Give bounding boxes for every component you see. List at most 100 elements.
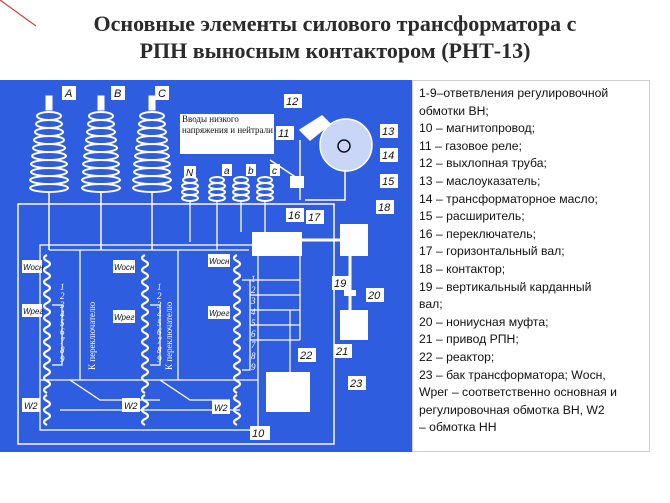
winding-label-box xyxy=(208,254,230,267)
tap-number: 5 xyxy=(157,318,162,328)
winding-label-w2-2: W2 xyxy=(124,401,138,411)
winding-label-w-reg-2: Wрег xyxy=(114,313,134,322)
hv-bushing-a xyxy=(29,95,69,250)
lv-label-box-c xyxy=(270,164,280,176)
phase-label-box-b xyxy=(111,86,125,100)
lv-bushings xyxy=(181,176,274,202)
callout-17: 17 xyxy=(308,212,321,224)
core-and-wiring xyxy=(39,202,301,431)
legend-line: 21 – привод РПН; xyxy=(419,332,519,347)
legend-line: 18 – контактор; xyxy=(419,261,506,276)
tap-number: 6 xyxy=(157,327,162,337)
tap-number: 6 xyxy=(251,329,256,339)
legend-line: – обмотка НН xyxy=(419,420,497,435)
winding-label-box xyxy=(113,310,135,323)
tap-number: 9 xyxy=(157,354,162,364)
tap-number: 8 xyxy=(251,351,256,361)
callout-11: 11 xyxy=(278,128,289,140)
title-line-2: РПН выносным контактором (РНТ-13) xyxy=(139,38,531,63)
tap-number: 2 xyxy=(60,291,65,301)
legend-line: 14 – трансформаторное масло; xyxy=(419,191,598,206)
phase-label-box-c xyxy=(155,86,169,100)
legend-line: 10 – магнитопровод; xyxy=(419,121,535,136)
tap-number: 6 xyxy=(60,327,65,337)
tap-numbers-middle: 1 2 3 4 5 6 7 8 9 xyxy=(156,282,162,364)
legend-line: 1-9–ответвления регулировочной xyxy=(419,86,609,100)
lv-label-box-n xyxy=(184,166,196,178)
legend-line: вал; xyxy=(419,297,443,312)
tap-number: 7 xyxy=(60,336,65,346)
lv-label-b: b xyxy=(248,166,254,177)
lv-label-c: c xyxy=(272,166,277,177)
tap-number: 2 xyxy=(157,291,162,301)
legend-line: Wрег – соответственно основная и xyxy=(419,385,617,400)
tap-number: 8 xyxy=(157,345,162,355)
callout-19: 19 xyxy=(334,278,346,290)
lv-label-box-a xyxy=(222,164,232,176)
tap-number: 7 xyxy=(157,336,162,346)
winding-label-box xyxy=(122,398,140,412)
hv-bushing-c xyxy=(132,95,172,250)
vertical-note-middle: К переключателю xyxy=(164,301,174,370)
lv-label-a: a xyxy=(224,166,230,177)
winding-label-w-reg-3: Wрег xyxy=(209,309,229,318)
tap-number: 1 xyxy=(60,282,65,292)
callout-12: 12 xyxy=(286,96,298,108)
callout-23: 23 xyxy=(349,378,363,390)
conservator xyxy=(269,115,373,201)
vertical-note-left: К переключателю xyxy=(87,301,97,370)
winding-label-box xyxy=(208,306,230,319)
callout-21: 21 xyxy=(335,346,348,358)
legend-line: 11 – газовое реле; xyxy=(419,138,522,153)
gas-relay xyxy=(290,176,304,188)
legend-line: 12 – выхлопная труба; xyxy=(419,156,547,171)
tap-number: 5 xyxy=(251,318,256,328)
phase-label-b: B xyxy=(114,88,121,100)
lv-label-box-b xyxy=(246,164,256,176)
legend-line: 17 – горизонтальный вал; xyxy=(419,244,565,259)
tap-number: 8 xyxy=(60,345,65,355)
winding-label-box xyxy=(212,400,230,414)
legend-line: регулировочная обмотка ВН, W2 xyxy=(419,402,605,417)
tank-outline xyxy=(17,203,335,445)
legend-line: 23 – бак трансформатора; Wосн, xyxy=(419,367,606,382)
callout-22: 22 xyxy=(299,350,312,362)
phase-label-box-a xyxy=(62,86,76,100)
legend-line: 22 – реактор; xyxy=(419,349,495,364)
legend-panel: 1-9–ответвления регулировочной обмотки В… xyxy=(412,80,650,452)
tap-number: 4 xyxy=(157,309,162,319)
callout-16: 16 xyxy=(288,210,301,222)
tap-number: 3 xyxy=(156,300,162,310)
callout-13: 13 xyxy=(382,126,395,138)
lv-note: Вводы низкого напряжения и нейтрали xyxy=(182,114,273,135)
lv-label-n: N xyxy=(186,168,194,179)
legend-line: 20 – нониусная муфта; xyxy=(419,314,549,329)
tap-number: 9 xyxy=(251,362,256,372)
tap-number: 3 xyxy=(59,300,65,310)
legend-line: 15 – расширитель; xyxy=(419,209,525,224)
winding-label-w2-3: W2 xyxy=(214,403,228,413)
tap-number: 1 xyxy=(251,274,256,284)
tap-number: 4 xyxy=(251,307,256,317)
legend-line: 19 – вертикальный карданный xyxy=(419,279,592,294)
callout-18: 18 xyxy=(378,202,391,214)
tap-numbers-right: 1 2 3 4 5 6 7 8 9 xyxy=(250,274,256,372)
winding-label-box xyxy=(113,260,135,273)
winding-label-w-osn-1: Wосн xyxy=(23,263,44,272)
hv-bushing-b xyxy=(81,95,121,250)
drive-box xyxy=(340,310,368,340)
phase-label-a: A xyxy=(64,88,72,100)
winding-label-w-osn-2: Wосн xyxy=(114,263,135,272)
contactor-box xyxy=(340,224,368,256)
tap-switch-box xyxy=(252,232,302,256)
page-title: Основные элементы силового трансформатор… xyxy=(0,10,670,64)
tap-number: 9 xyxy=(60,354,65,364)
legend-line: 13 – маслоуказатель; xyxy=(419,173,541,188)
callout-14: 14 xyxy=(382,150,394,162)
corner-decoration xyxy=(0,0,37,27)
tap-number: 4 xyxy=(60,309,65,319)
callout-15: 15 xyxy=(382,176,395,188)
winding-label-box xyxy=(22,304,42,317)
winding-label-w-osn-3: Wосн xyxy=(209,257,230,266)
legend-line: 16 – переключатель; xyxy=(419,226,537,241)
